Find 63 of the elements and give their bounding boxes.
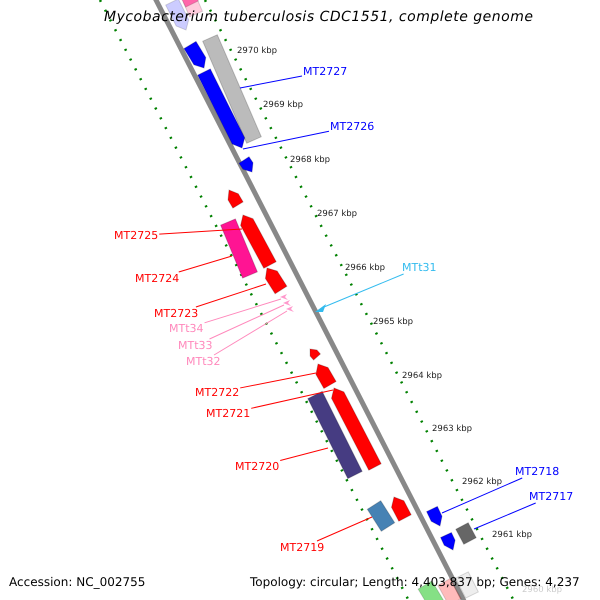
gene-label: MTt33: [178, 340, 213, 351]
leader-line: [178, 256, 232, 272]
position-label: 2969 kbp: [263, 101, 304, 110]
title: Mycobacterium tuberculosis CDC1551, complete genome: [104, 10, 534, 24]
gene-feature: [264, 267, 288, 294]
gene-label: MT2727: [303, 66, 348, 77]
gene-feature: [310, 348, 322, 361]
position-label: 2968 kbp: [290, 156, 330, 164]
gene-label: MTt32: [186, 356, 221, 367]
leader-line: [316, 516, 372, 542]
trna-feature: [315, 304, 326, 312]
position-label: 2960 kbp: [522, 586, 562, 594]
trna-feature: [283, 300, 291, 306]
leader-line: [209, 304, 284, 340]
gene-label: MT2719: [280, 542, 324, 553]
gene-label: MT2717: [529, 491, 574, 502]
gene-feature: [238, 156, 254, 173]
gene-feature: [197, 68, 246, 149]
leader-line: [324, 274, 404, 308]
gene-feature: [426, 506, 443, 527]
gene-label: MT2721: [206, 408, 250, 419]
gene-label: MT2723: [154, 308, 198, 319]
leader-line: [280, 448, 328, 461]
gene-label: MT2724: [135, 273, 180, 284]
position-label: 2966 kbp: [345, 264, 386, 272]
gene-feature: [315, 363, 337, 390]
gene-label: MTt31: [402, 262, 437, 273]
gene-feature: [240, 214, 277, 269]
position-label: 2964 kbp: [402, 372, 442, 380]
gene-label: MT2722: [195, 387, 240, 398]
trna-feature: [286, 306, 294, 312]
gene-label: MT2725: [114, 230, 158, 241]
position-label: 2970 kbp: [237, 47, 278, 56]
leader-line: [204, 298, 282, 324]
gene-feature: [455, 522, 477, 545]
position-label: 2967 kbp: [317, 210, 358, 218]
gene-feature: [366, 500, 396, 532]
gene-label: MT2720: [235, 461, 280, 472]
gene-feature: [202, 34, 262, 144]
gene-label: MT2718: [515, 466, 560, 477]
gene-feature: [330, 387, 382, 471]
leader-line: [195, 284, 266, 308]
leader-line: [474, 502, 536, 530]
position-label: 2961 kbp: [492, 531, 532, 540]
gene-label: MTt34: [169, 323, 204, 334]
gene-feature: [220, 218, 258, 279]
gene-feature: [307, 390, 363, 480]
leader-line: [242, 130, 330, 150]
position-label: 2963 kbp: [432, 425, 472, 434]
leader-line: [214, 310, 288, 356]
leader-line: [240, 372, 316, 388]
gene-label: MT2726: [330, 121, 374, 132]
gene-feature: [183, 40, 206, 69]
position-label: 2962 kbp: [462, 478, 502, 486]
leader-line: [442, 478, 523, 514]
leader-line: [250, 390, 334, 409]
leader-line: [240, 75, 302, 88]
gene-feature: [440, 532, 456, 551]
position-label: 2965 kbp: [373, 318, 414, 326]
leader-line: [158, 228, 242, 235]
gene-feature: [390, 496, 412, 522]
info-text: Accession: NC_002755: [9, 576, 146, 588]
gene-feature: [227, 189, 244, 209]
